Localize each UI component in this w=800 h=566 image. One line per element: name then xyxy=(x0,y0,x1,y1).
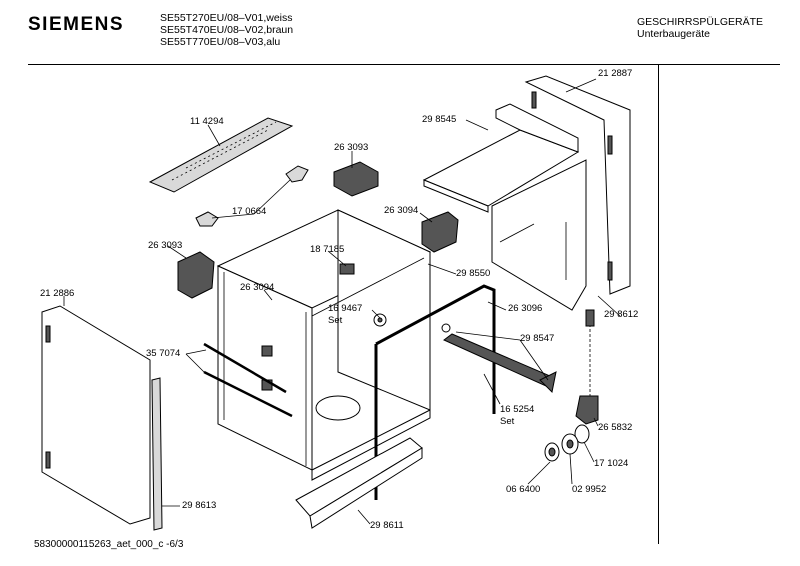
category-subtitle: Unterbaugeräte xyxy=(637,28,710,40)
label-26-3096: 26 3096 xyxy=(508,303,543,314)
label-11-4294: 11 4294 xyxy=(190,116,224,127)
label-17-0664: 17 0664 xyxy=(232,206,267,217)
label-18-7185: 18 7185 xyxy=(310,244,345,255)
side-panel xyxy=(491,159,587,311)
label-16-9467: 16 9467 xyxy=(328,303,363,314)
label-26-5832: 26 5832 xyxy=(598,422,633,433)
label-35-7074: 35 7074 xyxy=(146,348,181,359)
guide-rail-lower xyxy=(203,370,293,418)
hose-connector xyxy=(575,395,599,425)
model-list: SE55T270EU/08–V01,weiss SE55T470EU/08–V0… xyxy=(160,12,293,48)
model-line-3: SE55T770EU/08–V03,alu xyxy=(160,36,281,48)
label-06-6400: 06 6400 xyxy=(506,484,541,495)
bracket-top xyxy=(285,165,309,183)
label-17-1024: 17 1024 xyxy=(594,458,629,469)
document-id: 58300000115263_aet_000_c -6/3 xyxy=(34,539,184,550)
guide-rail-upper xyxy=(203,342,287,394)
label-29-8613: 29 8613 xyxy=(182,500,217,511)
label-26-3093-top: 26 3093 xyxy=(334,142,369,153)
cover-plate-back-wall xyxy=(495,103,579,153)
label-29-8545: 29 8545 xyxy=(422,114,457,125)
model-line-1: SE55T270EU/08–V01,weiss xyxy=(160,12,293,24)
brand-logo: SIEMENS xyxy=(28,14,125,35)
insulation-strip xyxy=(148,117,294,193)
label-29-8550: 29 8550 xyxy=(456,268,491,279)
right-side-panel xyxy=(524,75,631,295)
side-divider xyxy=(658,64,659,544)
cover-plate-left-edge xyxy=(423,179,489,213)
label-29-8611: 29 8611 xyxy=(370,520,404,531)
nut-17-1024 xyxy=(574,424,590,444)
bracket-bottom xyxy=(195,211,219,227)
label-21-2887: 21 2887 xyxy=(598,68,633,79)
tub-floor xyxy=(311,409,431,481)
hinge-box-top xyxy=(333,161,379,197)
label-16-9467-set: Set xyxy=(328,315,343,326)
label-26-3094-left: 26 3094 xyxy=(240,282,275,293)
label-29-8547: 29 8547 xyxy=(520,333,555,344)
hinge-box-left xyxy=(177,251,215,299)
model-line-2: SE55T470EU/08–V02,braun xyxy=(160,24,294,36)
header-divider xyxy=(28,64,780,65)
trim-strip xyxy=(151,377,163,531)
label-02-9952: 02 9952 xyxy=(572,484,607,495)
category-block: GESCHIRRSPÜLGERÄTE Unterbaugeräte xyxy=(637,16,763,40)
tub-sump xyxy=(315,395,361,421)
hose-fitting xyxy=(585,309,595,327)
label-16-5254: 16 5254 xyxy=(500,404,535,415)
leader-lines xyxy=(63,78,621,525)
label-16-5254-set: Set xyxy=(500,416,515,427)
category-title: GESCHIRRSPÜLGERÄTE xyxy=(637,16,764,28)
label-26-3094-right: 26 3094 xyxy=(384,205,419,216)
label-26-3093-left: 26 3093 xyxy=(148,240,183,251)
label-29-8612: 29 8612 xyxy=(604,309,639,320)
clip-box-right xyxy=(421,211,459,253)
label-21-2886: 21 2886 xyxy=(40,288,75,299)
left-side-panel xyxy=(41,305,151,525)
